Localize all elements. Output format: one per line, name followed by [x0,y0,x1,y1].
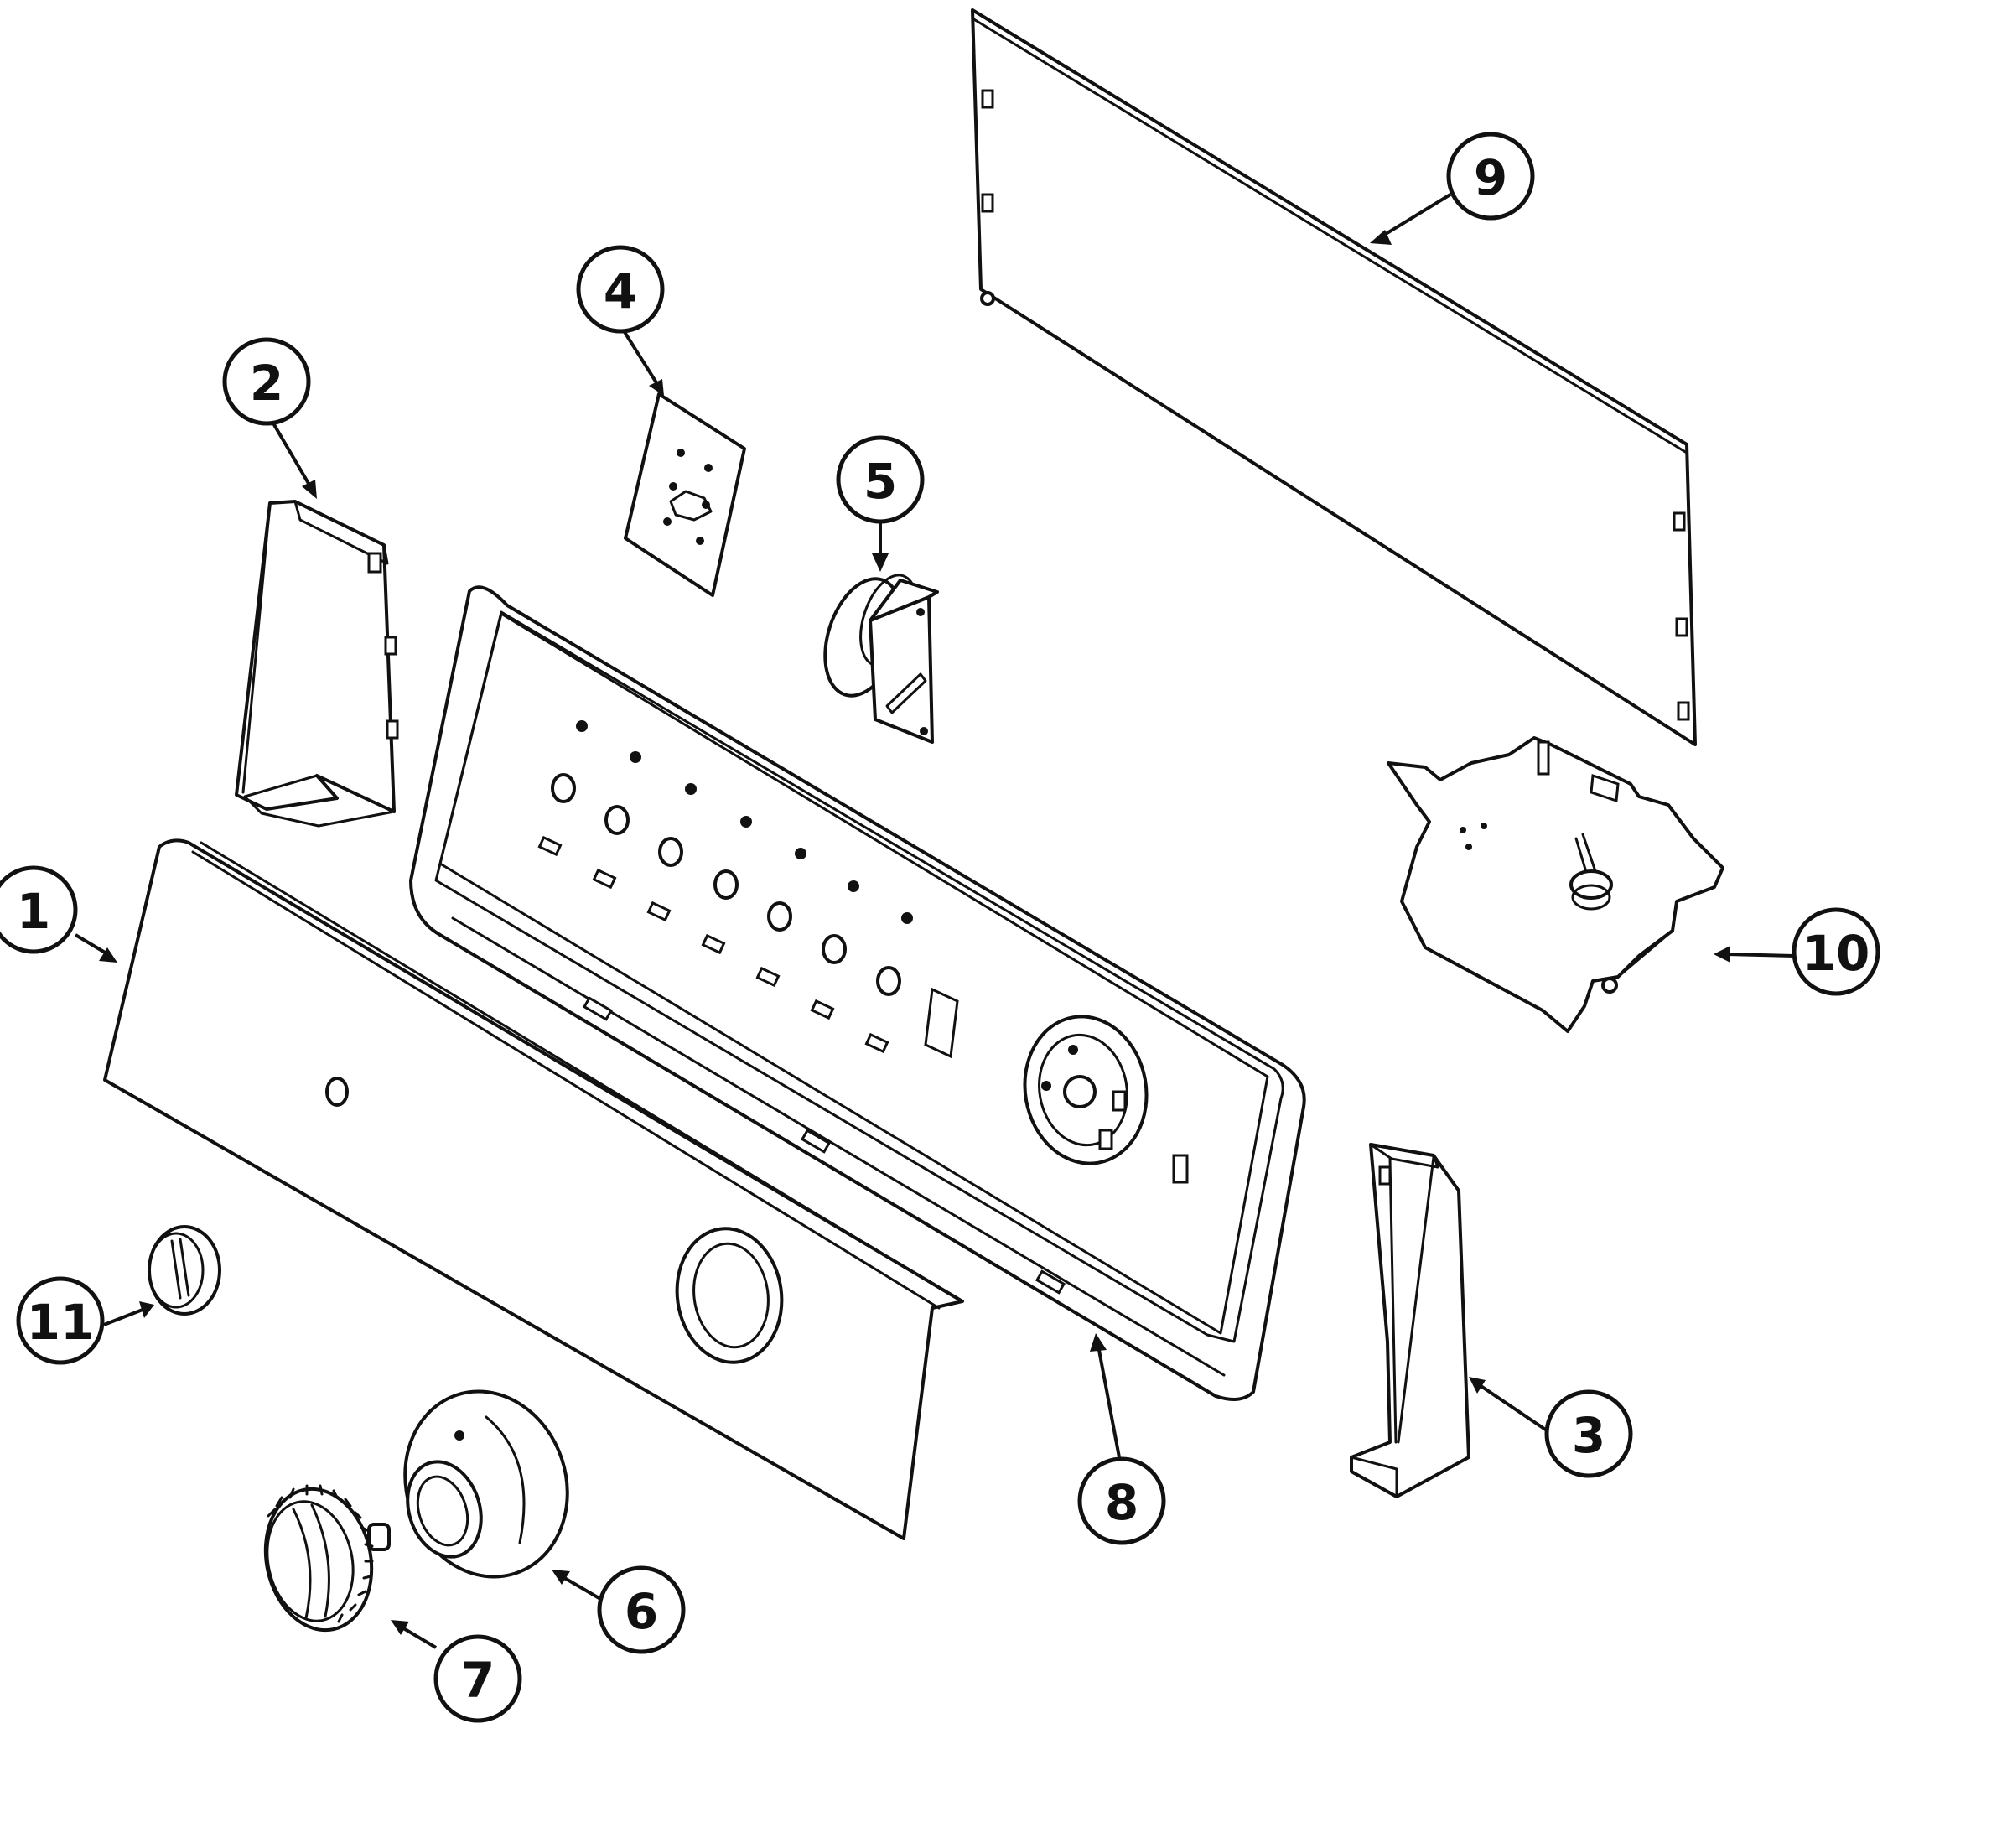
part-10-timer-module [1387,736,1724,1033]
callout-6: 6 [597,1565,686,1654]
callout-11: 11 [16,1276,105,1365]
leader-3 [1475,1382,1551,1434]
part-7-timer-knob [263,1484,391,1633]
callout-4: 4 [576,245,665,334]
callout-5-label: 5 [863,453,897,510]
part-11-small-knob [148,1225,221,1316]
part-1-front-panel [103,838,964,1540]
part-5-switch-bracket [823,574,939,744]
part-3-right-end-cap [1350,1143,1470,1498]
leader-10 [1726,953,1795,958]
leader-11 [103,1308,143,1326]
callout-8-label: 8 [1105,1474,1138,1531]
callout-5: 5 [836,435,925,524]
callout-9: 9 [1446,132,1535,221]
callout-10-label: 10 [1802,925,1870,982]
leader-4 [619,324,659,386]
leader-lines [74,193,1795,1649]
callout-8: 8 [1077,1456,1166,1545]
callout-3-label: 3 [1572,1407,1605,1464]
callout-6-label: 6 [625,1583,658,1640]
callout-4-label: 4 [604,262,637,319]
callout-11-label: 11 [27,1294,95,1351]
callout-3: 3 [1544,1389,1633,1478]
part-2-left-end-cap [235,500,399,828]
callout-7-label: 7 [461,1652,495,1709]
callout-7: 7 [433,1634,522,1723]
leader-7 [399,1625,438,1649]
callout-9-label: 9 [1474,149,1507,206]
part-4-bracket-plate [624,392,746,597]
callout-10: 10 [1792,907,1880,996]
leader-6 [560,1575,604,1601]
leader-9 [1380,193,1452,238]
callout-2-label: 2 [250,355,283,412]
leader-2 [268,416,312,488]
part-9-rear-panel [971,8,1697,746]
leader-8 [1097,1345,1121,1458]
callout-1: 1 [0,865,78,954]
part-8-control-console [409,585,1306,1401]
callout-2: 2 [222,337,311,426]
callout-1-label: 1 [17,883,50,940]
part-6-knob-skirt [403,1389,569,1579]
